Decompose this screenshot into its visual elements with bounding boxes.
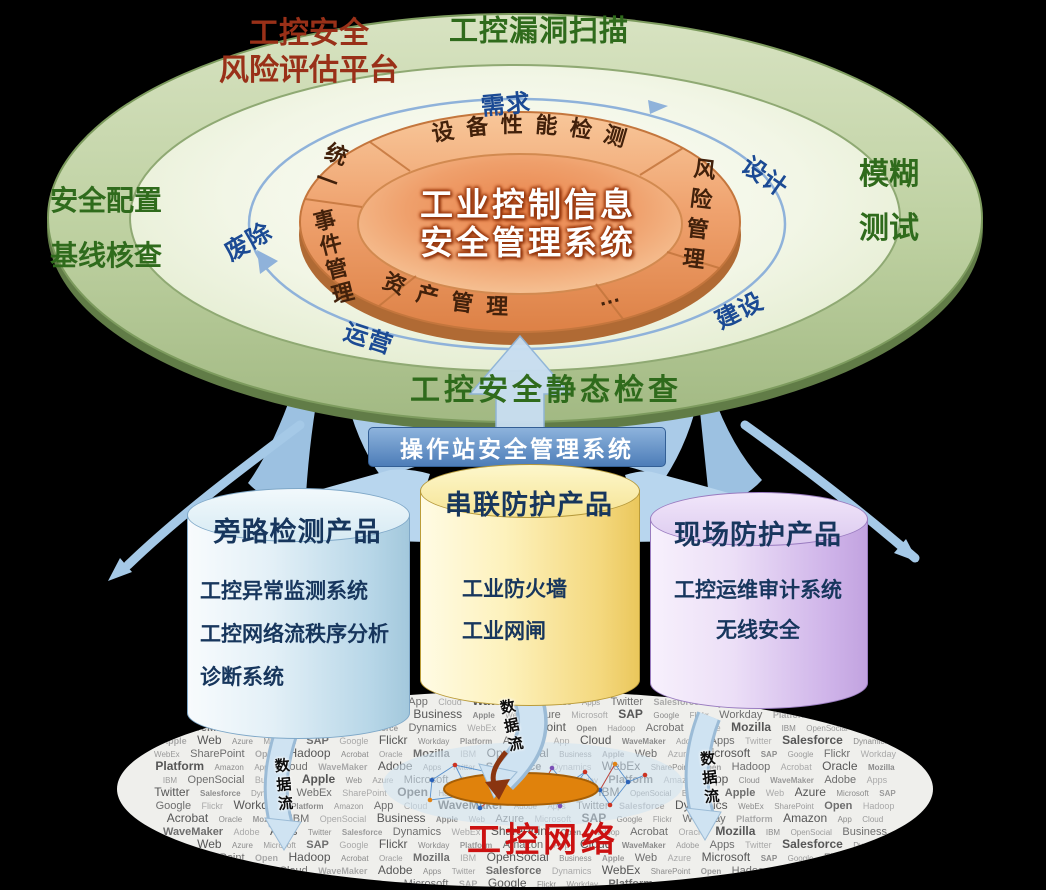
- module-torus: [299, 111, 741, 345]
- product-cylinder-inline: 串联防护产品 工业防火墙 工业网闸: [420, 464, 640, 706]
- product-title: 现场防护产品: [674, 520, 842, 550]
- product-item: 工业网闸: [462, 620, 546, 643]
- data-flow-ribbon-right: [684, 711, 722, 841]
- hub-arrow: [485, 750, 510, 800]
- product-title: 串联防护产品: [445, 490, 613, 520]
- vuln-scan-label: 工控漏洞扫描: [448, 15, 630, 48]
- platform-title: 工控安全 风险评估平台: [219, 17, 399, 87]
- cylinder-body: [420, 490, 640, 706]
- product-item: 工控异常监测系统: [200, 580, 368, 603]
- product-item: 诊断系统: [200, 666, 284, 689]
- product-title: 旁路检测产品: [213, 517, 382, 547]
- cylinder-cap: [420, 464, 640, 518]
- product-item: 工控网络流秩序分析: [200, 623, 389, 646]
- product-cylinder-bypass: 旁路检测产品 工控异常监测系统 工控网络流秩序分析 诊断系统: [187, 488, 410, 739]
- static-check-label: 工控安全静态检查: [410, 374, 682, 407]
- product-item: 无线安全: [716, 619, 800, 642]
- torus-segment-dividers: [304, 141, 720, 320]
- product-cylinder-field: 现场防护产品 工控运维审计系统 无线安全: [650, 492, 868, 709]
- product-item: 工控运维审计系统: [674, 579, 842, 602]
- product-items: 工控运维审计系统 无线安全: [650, 571, 866, 651]
- product-items: 工业防火墙 工业网闸: [420, 569, 638, 653]
- fuzz-test-label: 模糊 测试: [859, 158, 919, 245]
- cylinder-body: [187, 514, 410, 739]
- lifecycle-demand: 需求: [479, 89, 533, 121]
- baseline-check-label: 安全配置 基线核查: [49, 185, 163, 271]
- cylinder-body: [650, 518, 868, 709]
- industrial-network-label: 工控网络: [467, 821, 619, 860]
- cylinder-cap: [187, 488, 410, 542]
- cylinder-cap: [650, 492, 868, 546]
- side-flow-arrows: [108, 420, 920, 581]
- center-system-title: 工业控制信息 安全管理系统: [420, 186, 636, 261]
- product-items: 工控异常监测系统 工控网络流秩序分析 诊断系统: [187, 570, 408, 699]
- product-item: 工业防火墙: [462, 578, 567, 601]
- operator-station-banner: 操作站安全管理系统: [368, 427, 666, 467]
